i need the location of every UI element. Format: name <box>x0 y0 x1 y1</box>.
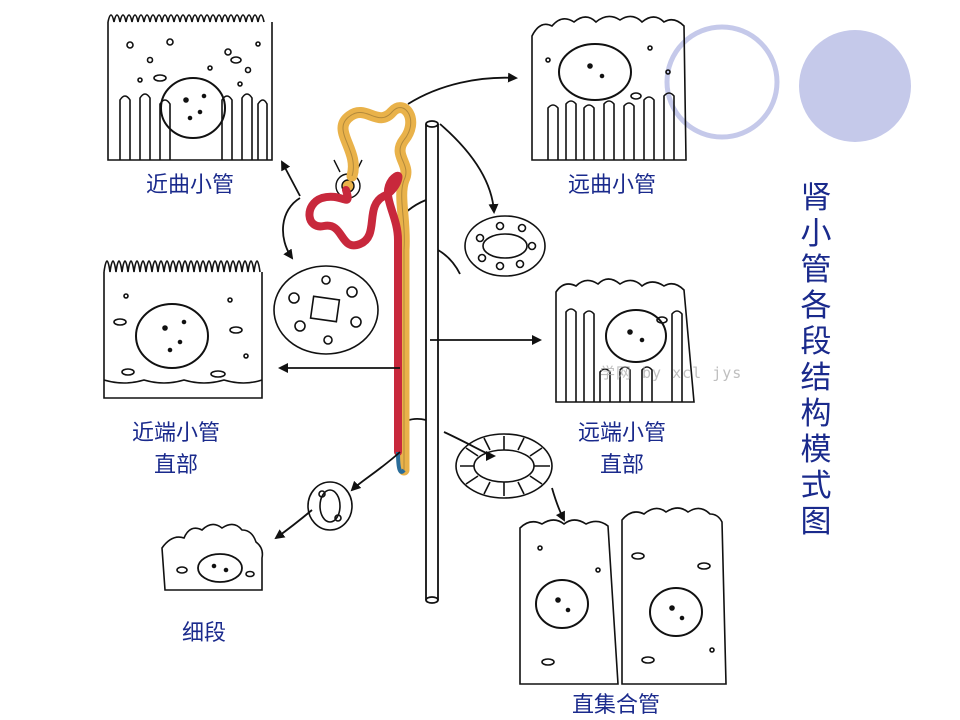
title-char: 结 <box>800 360 832 396</box>
label-thin: 细段 <box>182 621 226 646</box>
dst-cell-illustration <box>555 278 695 403</box>
vertical-title: 肾 小 管 各 段 结 构 模 式 图 <box>790 180 842 540</box>
arrows <box>274 72 565 540</box>
decor-disc <box>799 30 911 142</box>
proximal-tubule-path <box>337 102 417 476</box>
label-pct: 近曲小管 <box>146 173 234 198</box>
label-dst-line2: 直部 <box>600 453 644 478</box>
title-char: 肾 <box>800 180 832 216</box>
dct-cross-section <box>464 215 546 277</box>
title-char: 模 <box>800 432 832 468</box>
label-dct: 远曲小管 <box>568 173 656 198</box>
title-char: 图 <box>800 504 832 540</box>
label-pst-line1: 近端小管 <box>132 421 220 446</box>
pst-cell-illustration <box>103 260 263 399</box>
thin-segment-cross-section <box>307 481 353 531</box>
title-char: 各 <box>800 288 832 324</box>
label-dst-line1: 远端小管 <box>578 421 666 446</box>
watermark: 学网 by xcl jys <box>600 364 743 382</box>
title-char: 小 <box>800 216 832 252</box>
loop-bend <box>396 451 406 474</box>
title-char: 管 <box>800 252 832 288</box>
title-char: 构 <box>800 396 832 432</box>
pct-cell-illustration <box>107 14 273 161</box>
title-char: 段 <box>800 324 832 360</box>
decor-ring <box>664 24 780 140</box>
distal-tubule-path <box>305 171 403 456</box>
title-char: 式 <box>800 468 832 504</box>
label-pst-line2: 直部 <box>154 453 198 478</box>
thin-segment-cell-illustration <box>161 523 264 591</box>
label-cd: 直集合管 <box>572 693 660 718</box>
pct-cross-section <box>273 265 379 355</box>
dct-cell-illustration <box>531 15 687 161</box>
cd-cross-section <box>455 433 553 499</box>
proximal-tubule-outline <box>342 107 412 470</box>
collecting-duct-cell-illustration <box>519 507 727 685</box>
